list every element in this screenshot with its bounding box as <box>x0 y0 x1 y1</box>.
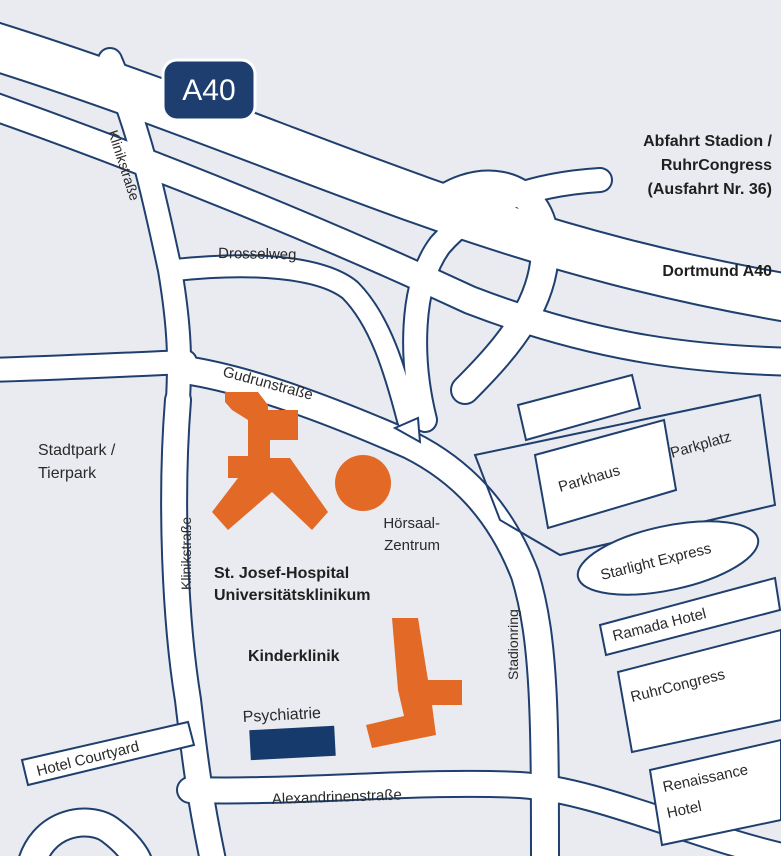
traffic-island <box>392 416 422 444</box>
starlight-express-building <box>576 520 760 596</box>
kinderklinik-building <box>366 618 462 748</box>
hospital-name-line1: St. Josef-Hospital <box>214 565 349 582</box>
ruhrcongress-building <box>616 628 781 754</box>
stadtpark-label-line2: Tierpark <box>38 465 97 482</box>
psychiatrie-label: Psychiatrie <box>242 705 321 726</box>
st-josef-hospital-buildings <box>212 392 462 761</box>
road-network-fill <box>0 24 781 856</box>
street-label-alexandrinenstrasse: Alexandrinenstraße <box>272 786 403 808</box>
exit-label-line2: RuhrCongress <box>661 157 772 174</box>
exit-label-line1: Abfahrt Stadion / <box>643 133 772 150</box>
hospital-main-building <box>212 392 328 530</box>
street-label-klinikstrasse-left: Klinikstraße <box>178 517 194 590</box>
parkhaus-block <box>533 418 678 530</box>
street-label-stadionring: Stadionring <box>505 609 521 680</box>
stadtpark-label-line1: Stadtpark / <box>38 442 116 459</box>
ramada-hotel-building <box>598 576 781 657</box>
a40-badge-label: A40 <box>182 74 235 107</box>
renaissance-label-line2: Hotel <box>665 798 703 822</box>
hotel-courtyard-building <box>20 720 196 787</box>
direction-label: Dortmund A40 <box>662 263 772 280</box>
exit-label-line3: (Ausfahrt Nr. 36) <box>648 181 772 198</box>
kinderklinik-label: Kinderklinik <box>248 648 340 665</box>
a40-highway-badge: A40 <box>161 58 257 122</box>
parking-blocks <box>473 373 777 557</box>
hoersaal-label-line2: Zentrum <box>384 537 440 554</box>
psychiatrie-building <box>249 725 336 761</box>
hospital-name-line2: Universitätsklinikum <box>214 587 371 604</box>
renaissance-hotel-building <box>648 738 781 847</box>
hoersaal-zentrum-building <box>335 455 391 511</box>
hoersaal-label-line1: Hörsaal- <box>383 515 440 532</box>
street-label-drosselweg: Drosselweg <box>218 245 297 263</box>
